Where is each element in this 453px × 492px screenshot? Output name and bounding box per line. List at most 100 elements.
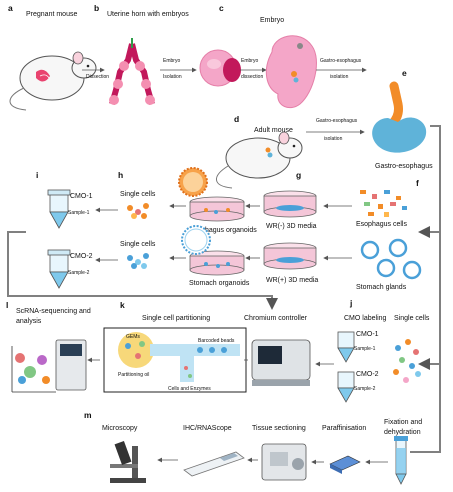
microscopy-label: Microscopy — [102, 425, 138, 432]
slide-illustration — [183, 451, 245, 477]
panel-d-letter: d — [234, 114, 239, 124]
panel-e: e Gastro-esophagus — [372, 68, 433, 170]
sample2-label: Sample-2 — [68, 270, 90, 276]
stomach-single-cells — [127, 253, 149, 269]
sequencer-device — [55, 339, 87, 391]
panel-c-letter: c — [219, 3, 224, 13]
gems-label: GEMs — [126, 334, 140, 340]
ihc-label: IHC/RNAScope — [183, 425, 232, 432]
scrna-label-1: ScRNA-sequencing and — [16, 308, 91, 315]
barcoded-beads-label: Barcoded beads — [198, 338, 235, 344]
stomach-organoid-dish — [189, 250, 245, 276]
gastro-esophagus-organ — [372, 81, 427, 153]
j-tube-2 — [337, 371, 355, 403]
embryo-sac-illustration — [199, 49, 241, 87]
embryo-dissection-label-1: Embryo — [241, 58, 258, 64]
wr-minus-dish — [263, 190, 317, 218]
stomach-organoids-label: Stomach organoids — [189, 280, 250, 287]
panel-b-letter: b — [94, 3, 99, 13]
adult-mouse-label: Adult mouse — [254, 127, 293, 134]
gastro-esophagus-isolation-label-1: Gastro-esophagus — [320, 58, 362, 64]
paraffinisation-label: Paraffinisation — [322, 425, 366, 432]
adult-isolation-label-2: isolation — [324, 136, 343, 142]
panel-h-letter: h — [118, 170, 123, 180]
tube-1 — [47, 189, 71, 229]
panel-i: i CMO-1 Sample-1 CMO-2 Sample-2 — [36, 170, 93, 289]
panel-f: f Esophagus cells Stomach glands — [356, 178, 422, 291]
stomach-organoid-zoom — [181, 225, 211, 255]
panel-f-letter: f — [416, 178, 419, 188]
fixation-label-1: Fixation and — [384, 419, 422, 426]
adult-isolation-label-1: Gastro-esophagus — [316, 118, 358, 124]
cmo2-label: CMO-2 — [70, 253, 93, 260]
panel-h: h Single cells Single cells — [118, 170, 156, 269]
uterine-horn-label: Uterine horn with embryos — [107, 11, 189, 18]
microscope-illustration — [110, 440, 146, 483]
panel-k: k Single cell partitioning Chromium cont… — [103, 300, 311, 393]
panel-k-letter: k — [120, 300, 125, 310]
panel-m: m Microscopy IHC/RNAScope Tissue section… — [84, 410, 422, 485]
wr-minus-media-label: WR(-) 3D media — [266, 223, 317, 230]
fixation-tube-illustration — [394, 436, 408, 485]
panel-e-letter: e — [402, 68, 407, 78]
partitioning-oil-label: Partitioning oil — [118, 372, 149, 378]
embryo-dissection-label-2: dissection — [241, 74, 263, 80]
chromium-controller-device — [251, 339, 311, 386]
panel-c: c Embryo Embryo dissection Gastro-esopha… — [199, 3, 367, 109]
embryo-illustration — [265, 35, 317, 109]
panel-j: j CMO labeling Single cells CMO-1 Sample… — [337, 298, 430, 403]
cmo1-label: CMO-1 — [70, 193, 93, 200]
wr-plus-dish — [263, 242, 317, 270]
panel-i-letter: i — [36, 170, 38, 180]
tube-2 — [47, 249, 71, 289]
j-sample1-label: Sample-1 — [354, 346, 376, 352]
uterine-horn-illustration — [109, 38, 155, 105]
panel-b: b Uterine horn with embryos Embryo Isola… — [94, 3, 197, 105]
panel-m-letter: m — [84, 410, 92, 420]
panel-l: l ScRNA-sequencing and analysis — [6, 300, 91, 393]
panel-j-letter: j — [349, 298, 352, 308]
esophagus-organoid-dish — [189, 196, 245, 222]
gastro-esophagus-isolation-label-2: isolation — [330, 74, 349, 80]
gastro-esophagus-label: Gastro-esophagus — [375, 163, 433, 170]
stomach-glands-illustration — [360, 238, 422, 280]
umap-plot — [11, 346, 56, 393]
panel-a-letter: a — [8, 3, 13, 13]
esophagus-organoid-zoom — [178, 167, 208, 197]
single-cells-label-2: Single cells — [120, 241, 156, 248]
cmo-labeling-label: CMO labeling — [344, 315, 387, 322]
panel-g-letter: g — [296, 170, 301, 180]
embryo-label: Embryo — [260, 17, 284, 24]
panel-g: g WR(-) 3D media WR(+) 3D media Esophagu… — [178, 167, 318, 287]
pregnant-mouse-illustration — [9, 51, 97, 111]
paraffin-block-illustration — [329, 455, 361, 474]
j-single-cells — [393, 339, 421, 383]
cells-enzymes-label: Cells and Enzymes — [168, 386, 211, 392]
wr-plus-media-label: WR(+) 3D media — [266, 277, 318, 284]
panel-l-letter: l — [6, 300, 8, 310]
esophagus-single-cells — [127, 203, 149, 219]
pregnant-mouse-label: Pregnant mouse — [26, 11, 77, 18]
tissue-sectioning-label: Tissue sectioning — [252, 425, 306, 432]
esophagus-organoids-label: Esophagus organoids — [189, 227, 257, 234]
j-sample2-label: Sample-2 — [354, 386, 376, 392]
embryo-isolation-label-2: Isolation — [163, 74, 182, 80]
main-connector-line — [410, 125, 441, 453]
esophagus-cells-label: Esophagus cells — [356, 221, 407, 228]
single-cell-partitioning-label: Single cell partitioning — [142, 315, 210, 322]
dissection-label: Dissection — [86, 74, 109, 80]
j-cmo1-label: CMO-1 — [356, 331, 379, 338]
adult-mouse-illustration — [216, 131, 303, 189]
stomach-glands-label: Stomach glands — [356, 284, 407, 291]
embryo-isolation-label-1: Embryo — [163, 58, 180, 64]
panel-a: a Pregnant mouse Dissection — [8, 3, 109, 111]
panel-d: d Adult mouse Gastro-esophagus isolation — [216, 114, 365, 189]
chromium-controller-label: Chromium controller — [244, 315, 308, 322]
single-cells-label-1: Single cells — [120, 191, 156, 198]
microtome-illustration — [261, 443, 307, 481]
fixation-label-2: dehydration — [384, 429, 421, 436]
j-cmo2-label: CMO-2 — [356, 371, 379, 378]
j-tube-1 — [337, 331, 355, 363]
sample1-label: Sample-1 — [68, 210, 90, 216]
